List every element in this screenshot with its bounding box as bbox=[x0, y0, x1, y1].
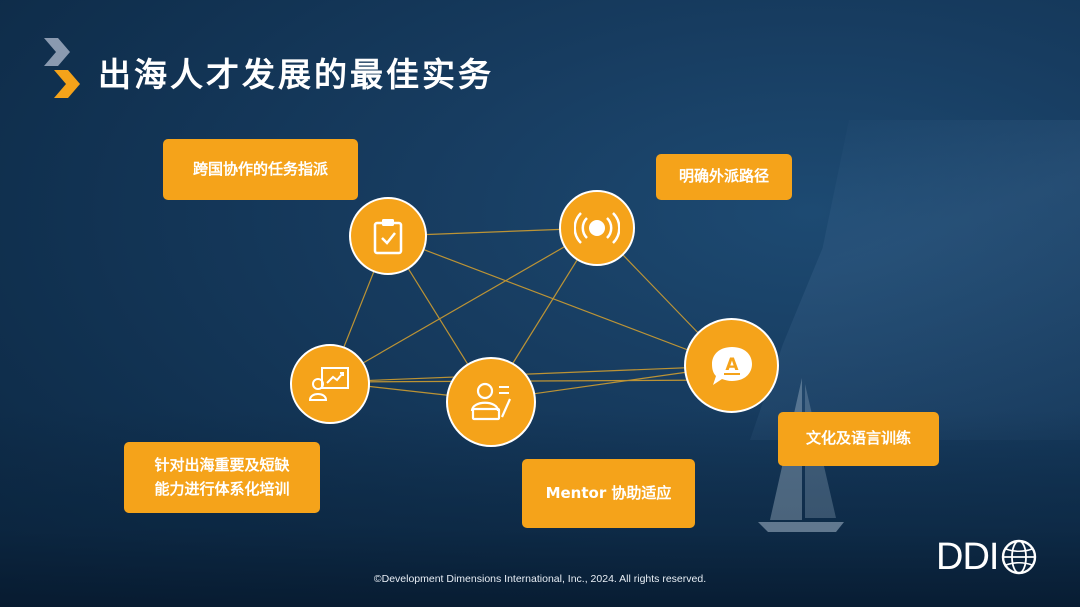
label-assignment-path: 明确外派路径 bbox=[656, 154, 792, 200]
node-language: A bbox=[684, 318, 779, 413]
label-text: Mentor 协助适应 bbox=[545, 483, 672, 502]
speech-bubble-letter-a-icon: A bbox=[711, 346, 752, 385]
label-mentor-support: Mentor 协助适应 bbox=[522, 459, 695, 528]
label-text-line2: 能力进行体系化培训 bbox=[154, 479, 290, 498]
label-text: 文化及语言训练 bbox=[805, 429, 911, 448]
connector-line bbox=[329, 365, 731, 383]
ddi-logo-text: DDI bbox=[936, 536, 999, 578]
presenter-chart-icon bbox=[308, 367, 349, 401]
label-systematic-training: 针对出海重要及短缺 能力进行体系化培训 bbox=[124, 442, 320, 513]
ddi-logo: DDI bbox=[936, 538, 1038, 576]
label-cross-border-assignment: 跨国协作的任务指派 bbox=[163, 139, 358, 200]
svg-text:A: A bbox=[725, 355, 739, 375]
label-culture-language-training: 文化及语言训练 bbox=[778, 412, 939, 466]
globe-icon bbox=[1002, 539, 1037, 575]
label-text-line1: 针对出海重要及短缺 bbox=[154, 456, 290, 475]
copyright-text: ©Development Dimensions International, I… bbox=[373, 573, 707, 585]
node-presentation bbox=[290, 344, 370, 424]
chevron-logo-icon bbox=[44, 38, 80, 98]
broadcast-signal-icon bbox=[574, 212, 620, 244]
node-broadcast bbox=[559, 190, 635, 266]
label-text: 明确外派路径 bbox=[678, 167, 769, 186]
page-title: 出海人才发展的最佳实务 bbox=[98, 55, 494, 94]
person-notes-icon bbox=[470, 382, 512, 421]
node-clipboard bbox=[349, 197, 427, 275]
label-text: 跨国协作的任务指派 bbox=[192, 159, 328, 178]
connector-line bbox=[329, 227, 598, 383]
clipboard-check-icon bbox=[373, 219, 403, 255]
node-mentor bbox=[446, 357, 536, 447]
connector-line bbox=[387, 235, 731, 367]
